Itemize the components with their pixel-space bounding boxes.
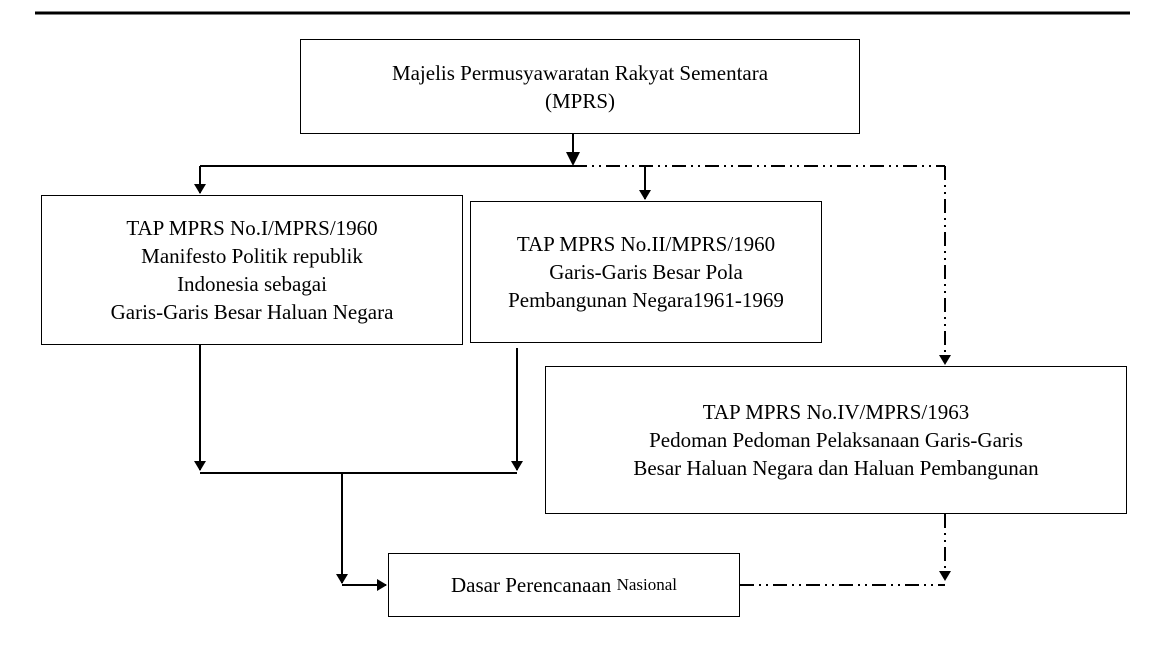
tap1-line-1: TAP MPRS No.I/MPRS/1960	[126, 216, 378, 240]
branch-arrowhead	[566, 152, 580, 166]
box-tap-2-1960: TAP MPRS No.II/MPRS/1960 Garis-Garis Bes…	[470, 201, 822, 343]
tap1-line-2: Manifesto Politik republik	[141, 244, 363, 268]
tap2-line-2: Garis-Garis Besar Pola	[549, 260, 743, 284]
box-tap-4-1963: TAP MPRS No.IV/MPRS/1963 Pedoman Pedoman…	[545, 366, 1127, 514]
tap2-line-1: TAP MPRS No.II/MPRS/1960	[516, 232, 776, 256]
tap4-line-1: TAP MPRS No.IV/MPRS/1963	[702, 400, 970, 424]
box-tap-1-1960: TAP MPRS No.I/MPRS/1960 Manifesto Politi…	[41, 195, 463, 345]
tap1-line-4: Garis-Garis Besar Haluan Negara	[110, 300, 394, 324]
mprs-line-2: (MPRS)	[544, 88, 616, 113]
tap4-line-2: Pedoman Pedoman Pelaksanaan Garis-Garis	[649, 428, 1023, 452]
tap1-line-3: Indonesia sebagai	[177, 272, 327, 296]
tap4-line-3: Besar Haluan Negara dan Haluan Pembangun…	[633, 456, 1039, 480]
dasar-part-1: Dasar Perencanaan	[450, 573, 617, 597]
tap2-line-3: Pembangunan Negara1961-1969	[508, 288, 784, 312]
box-dasar-perencanaan: Dasar Perencanaan Nasional	[388, 553, 740, 617]
mprs-line-1: Majelis Permusyawaratan Rakyat Sementara	[391, 60, 769, 85]
dasar-part-2: Nasional	[616, 575, 677, 594]
box-mprs: Majelis Permusyawaratan Rakyat Sementara…	[300, 39, 860, 134]
